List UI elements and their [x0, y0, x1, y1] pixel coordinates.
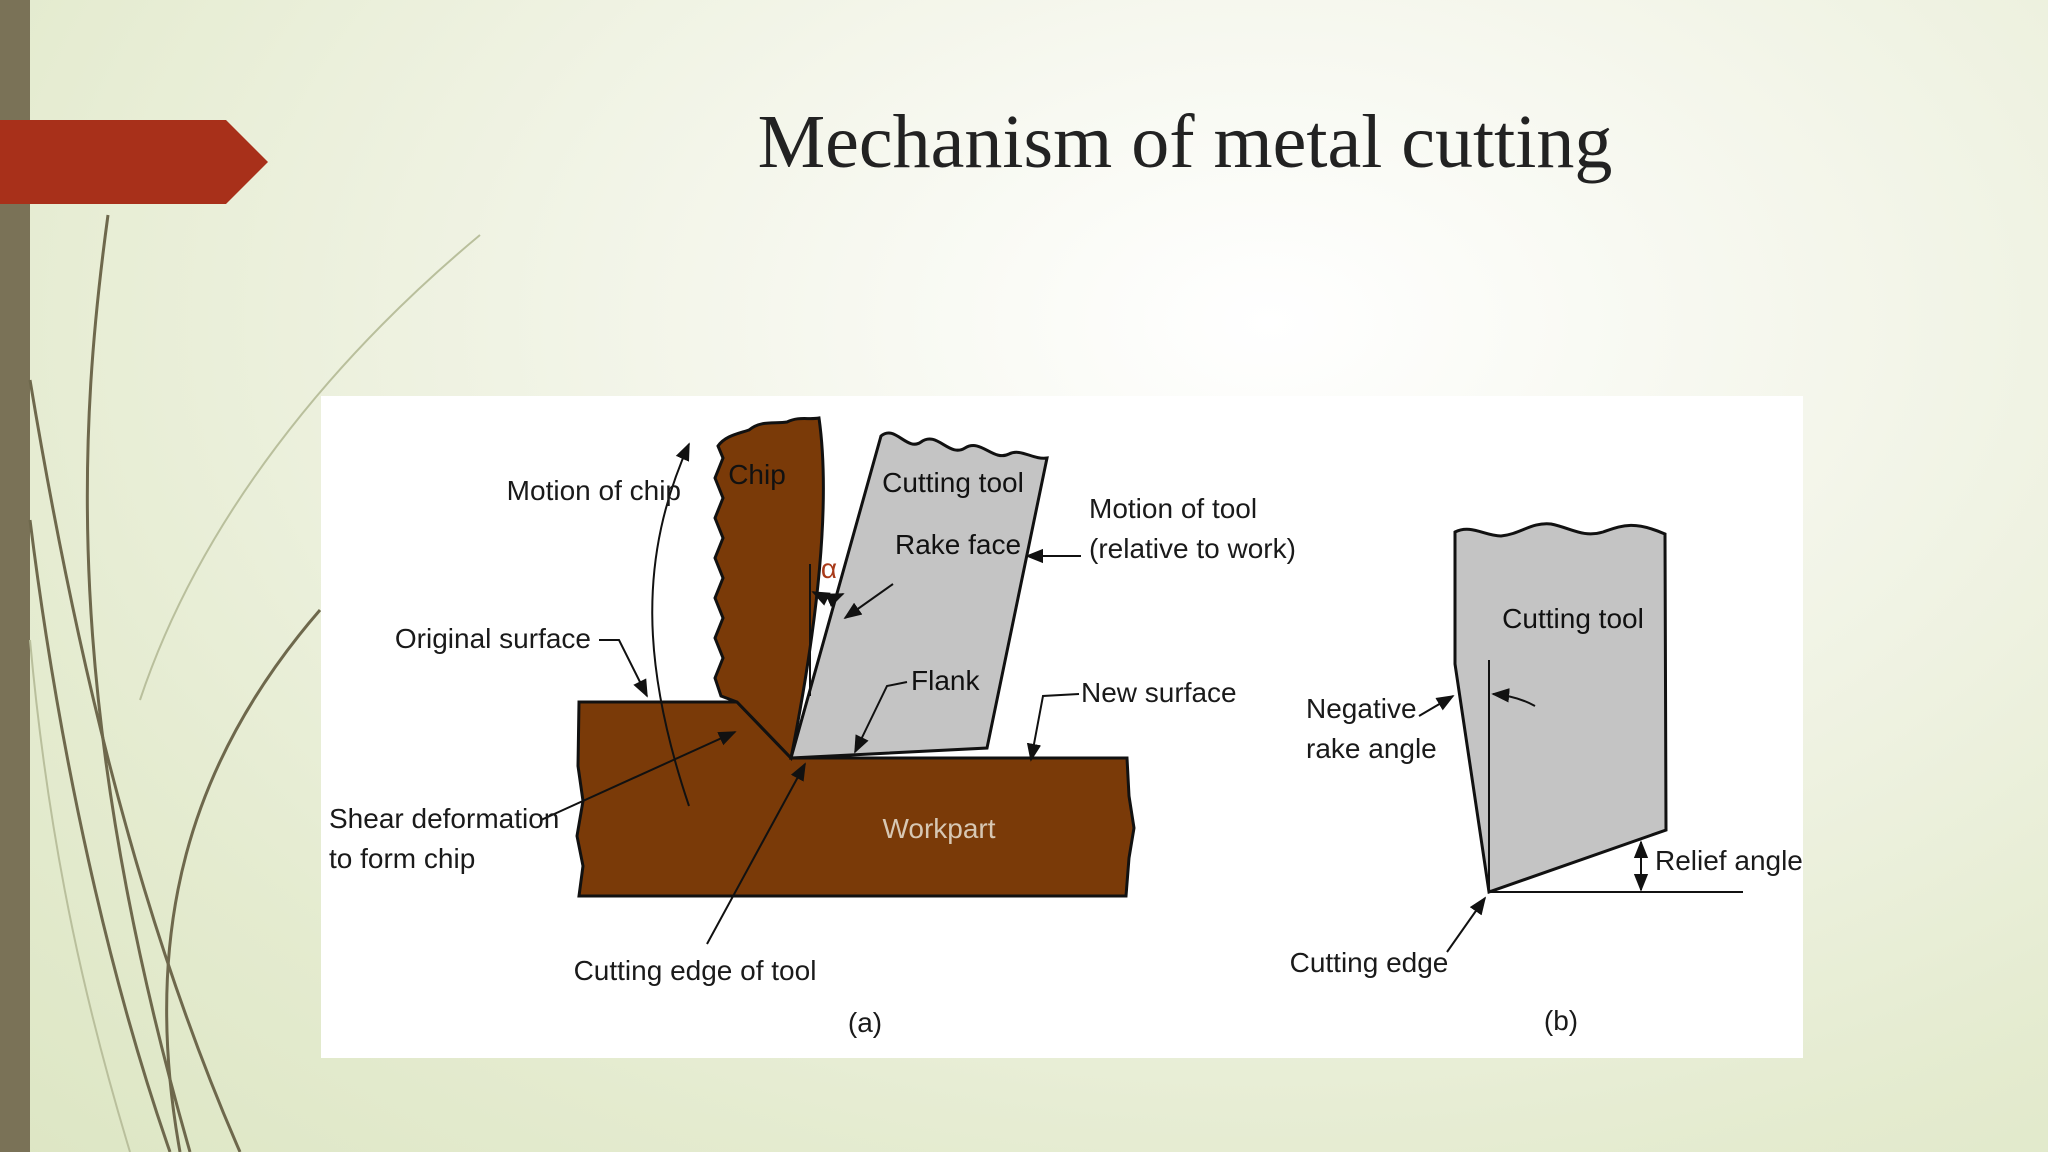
cutting-edge-label: Cutting edge	[1290, 947, 1449, 978]
cutting-tool-label-a: Cutting tool	[882, 467, 1024, 498]
workpart-label: Workpart	[882, 813, 995, 844]
caption-b: (b)	[1544, 1005, 1578, 1036]
new-surface-label: New surface	[1081, 677, 1237, 708]
motion-of-tool-label-1: Motion of tool	[1089, 493, 1257, 524]
cutting-tool-shape-b	[1453, 522, 1668, 895]
original-surface-label: Original surface	[395, 623, 591, 654]
negative-rake-label-1: Negative	[1306, 693, 1417, 724]
motion-of-tool-label-2: (relative to work)	[1089, 533, 1296, 564]
cutting-diagram-figure: Chip Cutting tool Motion of chip α Rake …	[321, 396, 1803, 1058]
negative-rake-label-2: rake angle	[1306, 733, 1437, 764]
caption-a: (a)	[848, 1007, 882, 1038]
shear-deformation-label-2: to form chip	[329, 843, 475, 874]
chip-label: Chip	[728, 459, 786, 490]
shear-deformation-label-1: Shear deformation	[329, 803, 559, 834]
accent-arrow-shape	[0, 120, 268, 204]
rake-face-label: Rake face	[895, 529, 1021, 560]
motion-of-chip-label: Motion of chip	[507, 475, 681, 506]
flank-label: Flank	[911, 665, 980, 696]
slide-title: Mechanism of metal cutting	[757, 100, 1613, 184]
alpha-label: α	[821, 553, 837, 584]
chip-shape	[713, 416, 825, 762]
cutting-tool-shape-a	[788, 431, 1049, 760]
cutting-tool-label-b: Cutting tool	[1502, 603, 1644, 634]
cutting-edge-of-tool-label: Cutting edge of tool	[574, 955, 817, 986]
workpart-shape	[575, 700, 1136, 898]
relief-angle-label: Relief angle	[1655, 845, 1803, 876]
